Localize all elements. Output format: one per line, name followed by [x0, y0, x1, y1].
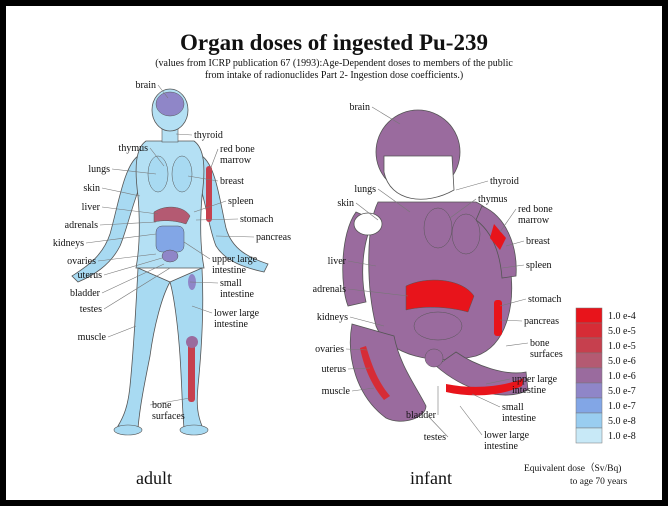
leader-line	[456, 181, 488, 190]
legend-swatch	[576, 308, 602, 323]
organ-label: testes	[424, 432, 446, 443]
organ-label: red bonemarrow	[220, 144, 255, 166]
organ-label: bladder	[406, 410, 437, 421]
legend-label: 1.0 e-8	[608, 431, 636, 442]
organ-label: ovaries	[67, 256, 96, 267]
legend-label: 5.0 e-6	[608, 356, 636, 367]
organ-dose-illustration: 1.0 e-4 5.0 e-5 1.0 e-5 5.0 e-6 1.0 e-6 5.0 e…	[6, 6, 662, 500]
organ-label: brain	[135, 80, 156, 91]
legend-swatch	[576, 323, 602, 338]
organ-label: skin	[337, 198, 354, 209]
figure-frame: Organ doses of ingested Pu-239 (values f…	[6, 6, 662, 500]
organ-label: adrenals	[313, 284, 346, 295]
organ-label: lungs	[354, 184, 376, 195]
legend-label: 1.0 e-7	[608, 401, 636, 412]
leader-line	[500, 209, 516, 232]
legend-swatch	[576, 413, 602, 428]
dose-color-legend: 1.0 e-4 5.0 e-5 1.0 e-5 5.0 e-6 1.0 e-6 5.0 e…	[576, 308, 636, 443]
legend-caption-line1: Equivalent dose（Sv/Bq)	[524, 462, 621, 474]
legend-label: 5.0 e-8	[608, 416, 636, 427]
organ-label: spleen	[228, 196, 254, 207]
organ-label: spleen	[526, 260, 552, 271]
organ-label: thyroid	[194, 130, 223, 141]
leader-line	[176, 134, 192, 135]
organ-label: uterus	[322, 364, 347, 375]
legend-label: 1.0 e-6	[608, 371, 636, 382]
leader-line	[472, 394, 500, 407]
organ-label: uterus	[78, 270, 103, 281]
legend-swatch	[576, 383, 602, 398]
leader-line	[372, 107, 400, 124]
adult-caption: adult	[136, 468, 172, 488]
organ-label: thymus	[119, 143, 149, 154]
organ-label: breast	[526, 236, 550, 247]
leader-line	[506, 343, 528, 346]
organ-label: muscle	[322, 386, 351, 397]
organ-label: brain	[349, 102, 370, 113]
legend-label: 1.0 e-5	[608, 341, 636, 352]
organ-label: breast	[220, 176, 244, 187]
organ-label: kidneys	[53, 238, 84, 249]
organ-label: lungs	[88, 164, 110, 175]
legend-swatch	[576, 338, 602, 353]
organ-label: testes	[80, 304, 102, 315]
legend-swatch	[576, 398, 602, 413]
leader-line	[210, 149, 218, 170]
organ-label: adrenals	[65, 220, 98, 231]
organ-label: muscle	[78, 332, 107, 343]
organ-label: skin	[83, 183, 100, 194]
organ-label: kidneys	[317, 312, 348, 323]
legend-label: 1.0 e-4	[608, 311, 636, 322]
organ-label: pancreas	[256, 232, 291, 243]
legend-label: 5.0 e-5	[608, 326, 636, 337]
legend-caption-line2: to age 70 years	[570, 477, 628, 487]
infant-body	[343, 110, 528, 421]
leader-line	[108, 326, 136, 337]
organ-label: pancreas	[524, 316, 559, 327]
legend-swatch	[576, 353, 602, 368]
infant-caption: infant	[410, 468, 452, 488]
legend-label: 5.0 e-7	[608, 386, 636, 397]
organ-label: smallintestine	[502, 402, 536, 424]
organ-label: ovaries	[315, 344, 344, 355]
legend-swatch	[576, 368, 602, 383]
legend-swatch	[576, 428, 602, 443]
organ-label: liver	[328, 256, 347, 267]
organ-label: bladder	[70, 288, 101, 299]
organ-label: stomach	[240, 214, 273, 225]
organ-label: thymus	[478, 194, 508, 205]
organ-label: thyroid	[490, 176, 519, 187]
organ-label: stomach	[528, 294, 561, 305]
leader-line	[460, 406, 482, 435]
organ-label: smallintestine	[220, 278, 254, 300]
organ-label: liver	[82, 202, 101, 213]
